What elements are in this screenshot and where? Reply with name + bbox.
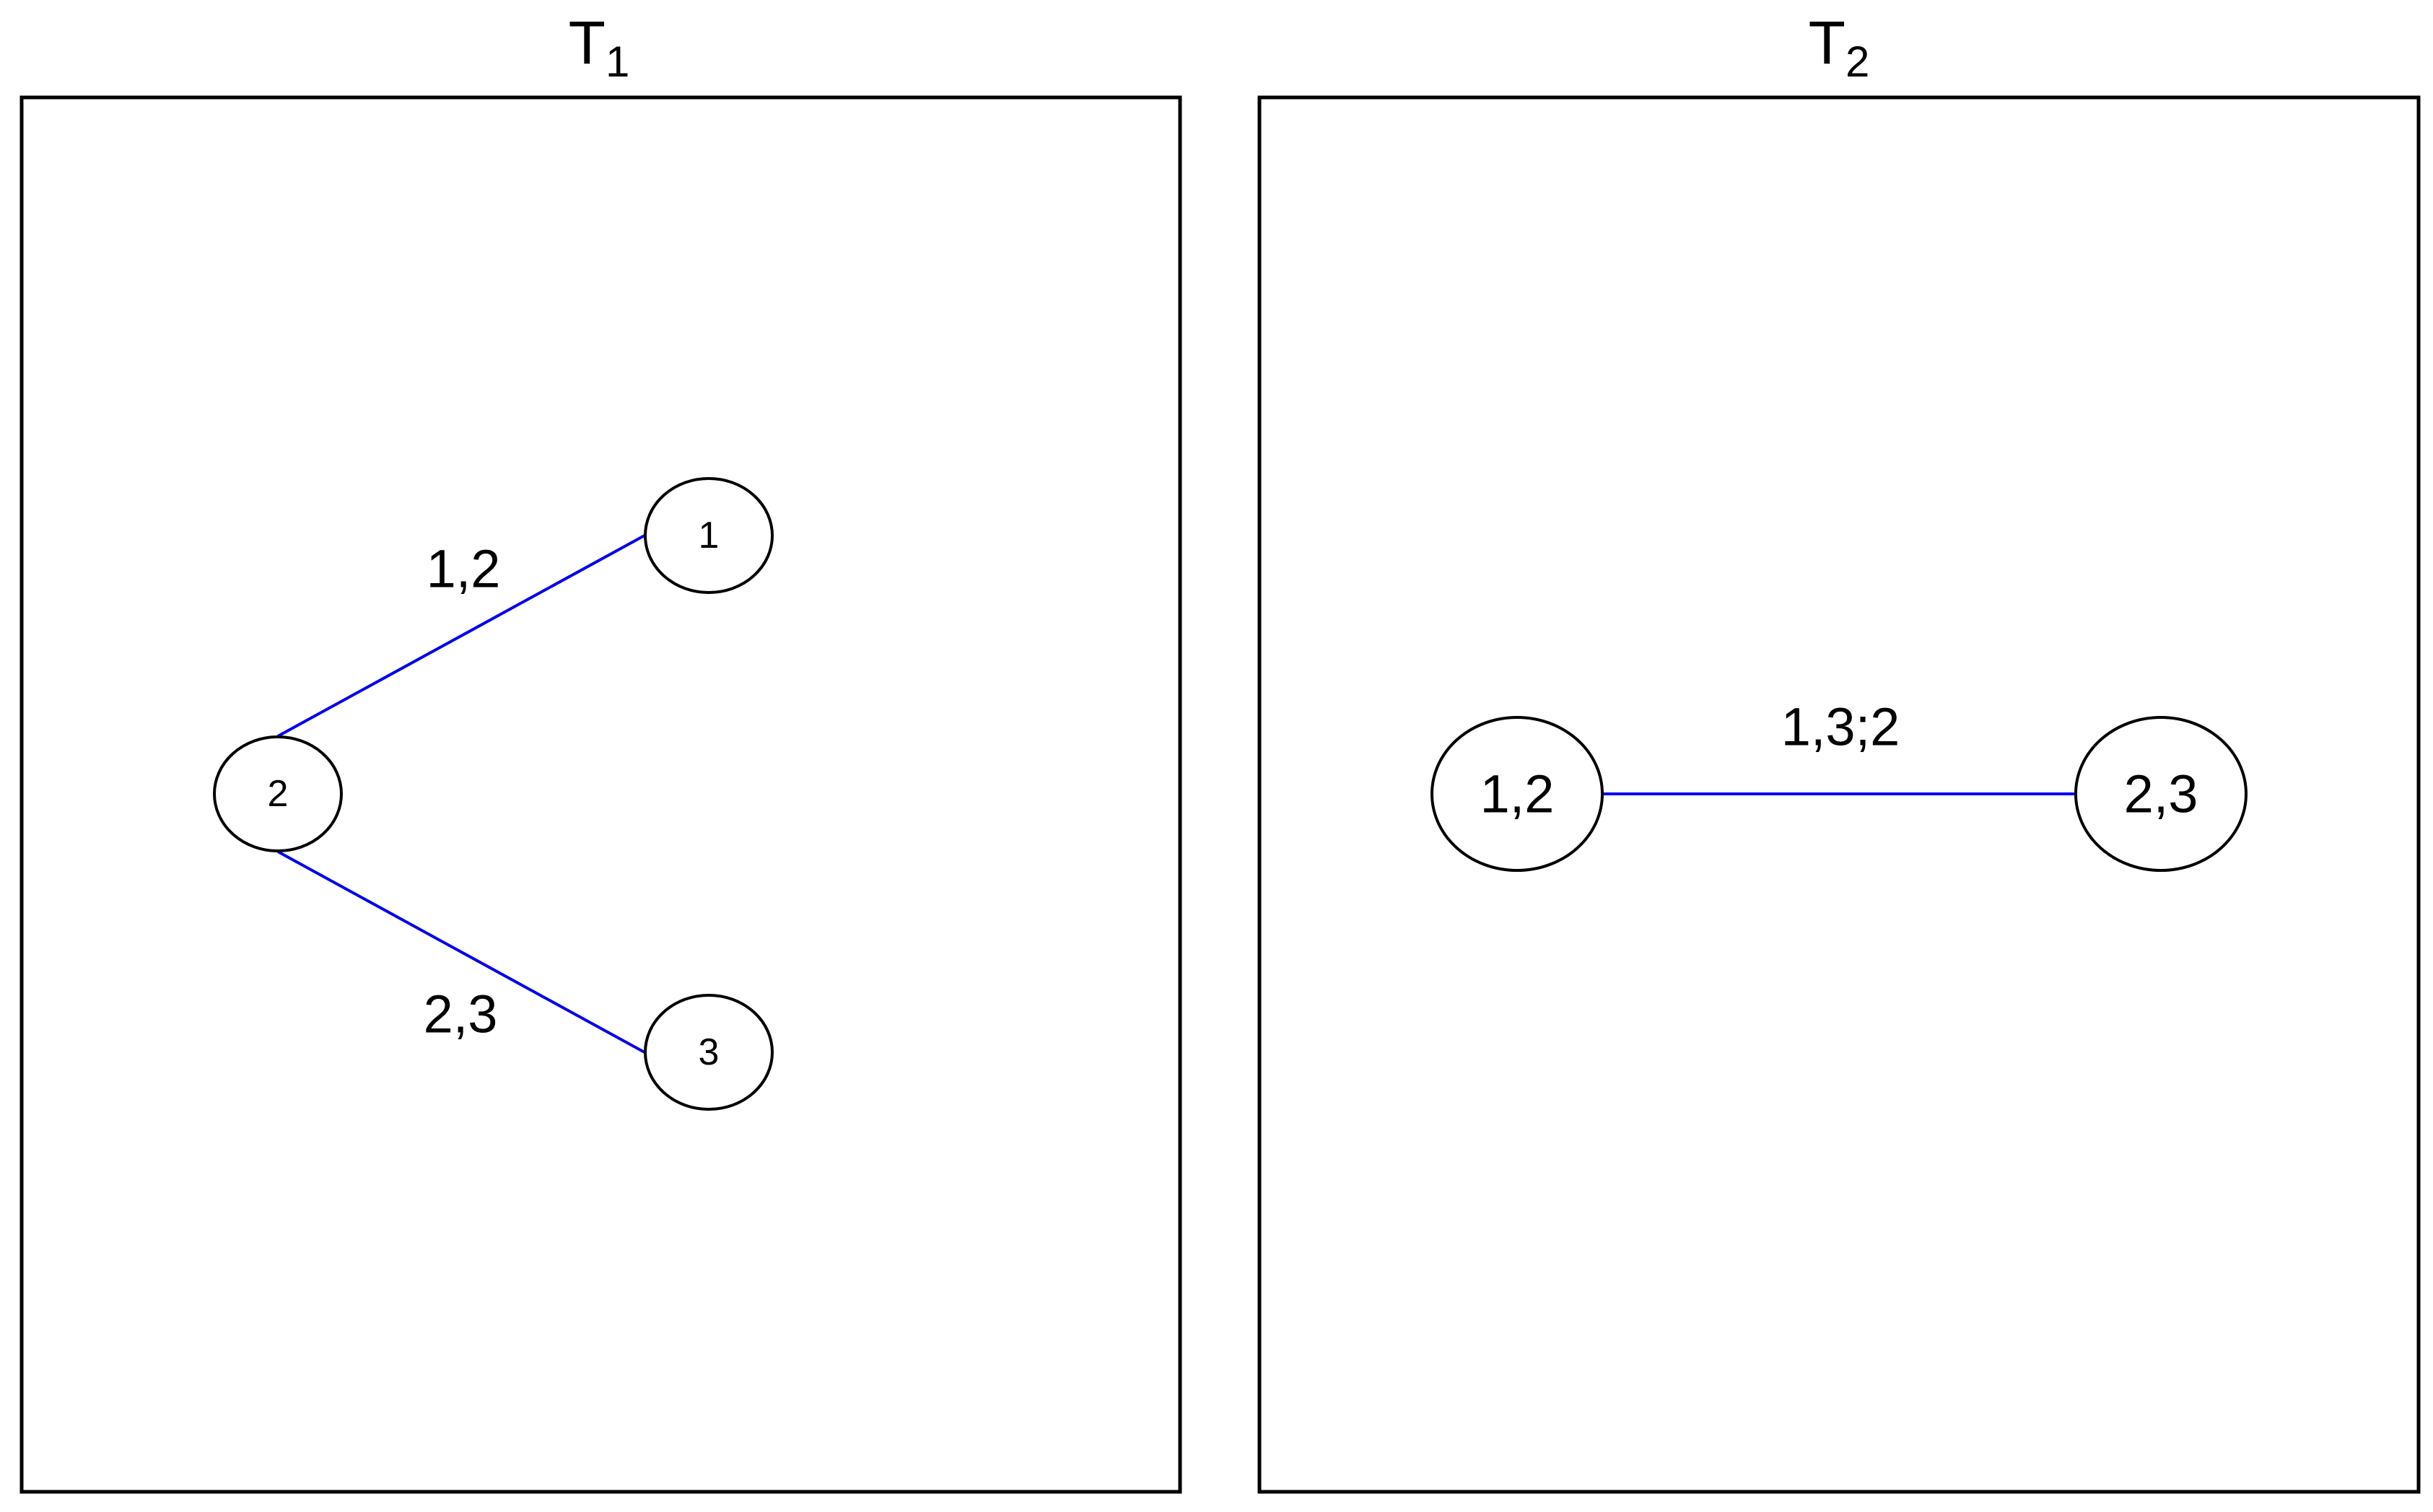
node-label-2-3: 2,3 — [2124, 764, 2198, 824]
node-2 — [213, 735, 343, 852]
edge-label-13-2: 1,3;2 — [1781, 697, 1900, 757]
panel-t2-title: T2 — [1809, 9, 1870, 86]
node-label-1: 1 — [699, 515, 720, 556]
panel-t2: T2 1,3;2 1,2 2,3 — [1257, 9, 2421, 1494]
edge-label-2-3: 2,3 — [424, 984, 498, 1044]
panel-t1-title: T1 — [569, 9, 630, 86]
node-1-2 — [1430, 716, 1604, 872]
node-label-3: 3 — [699, 1031, 720, 1073]
edge-1-2 — [277, 534, 645, 738]
node-1 — [644, 477, 774, 594]
edge-label-1-2: 1,2 — [427, 539, 501, 599]
node-2-3 — [2074, 716, 2248, 872]
node-3 — [644, 994, 774, 1111]
node-label-1-2: 1,2 — [1480, 764, 1555, 824]
node-label-2: 2 — [268, 773, 289, 815]
panel-t2-frame — [1257, 95, 2421, 1494]
edge-2-3 — [277, 850, 645, 1054]
panel-t1: T1 1,2 2,3 1 2 3 — [19, 9, 1182, 1494]
panel-t1-frame — [19, 95, 1182, 1494]
